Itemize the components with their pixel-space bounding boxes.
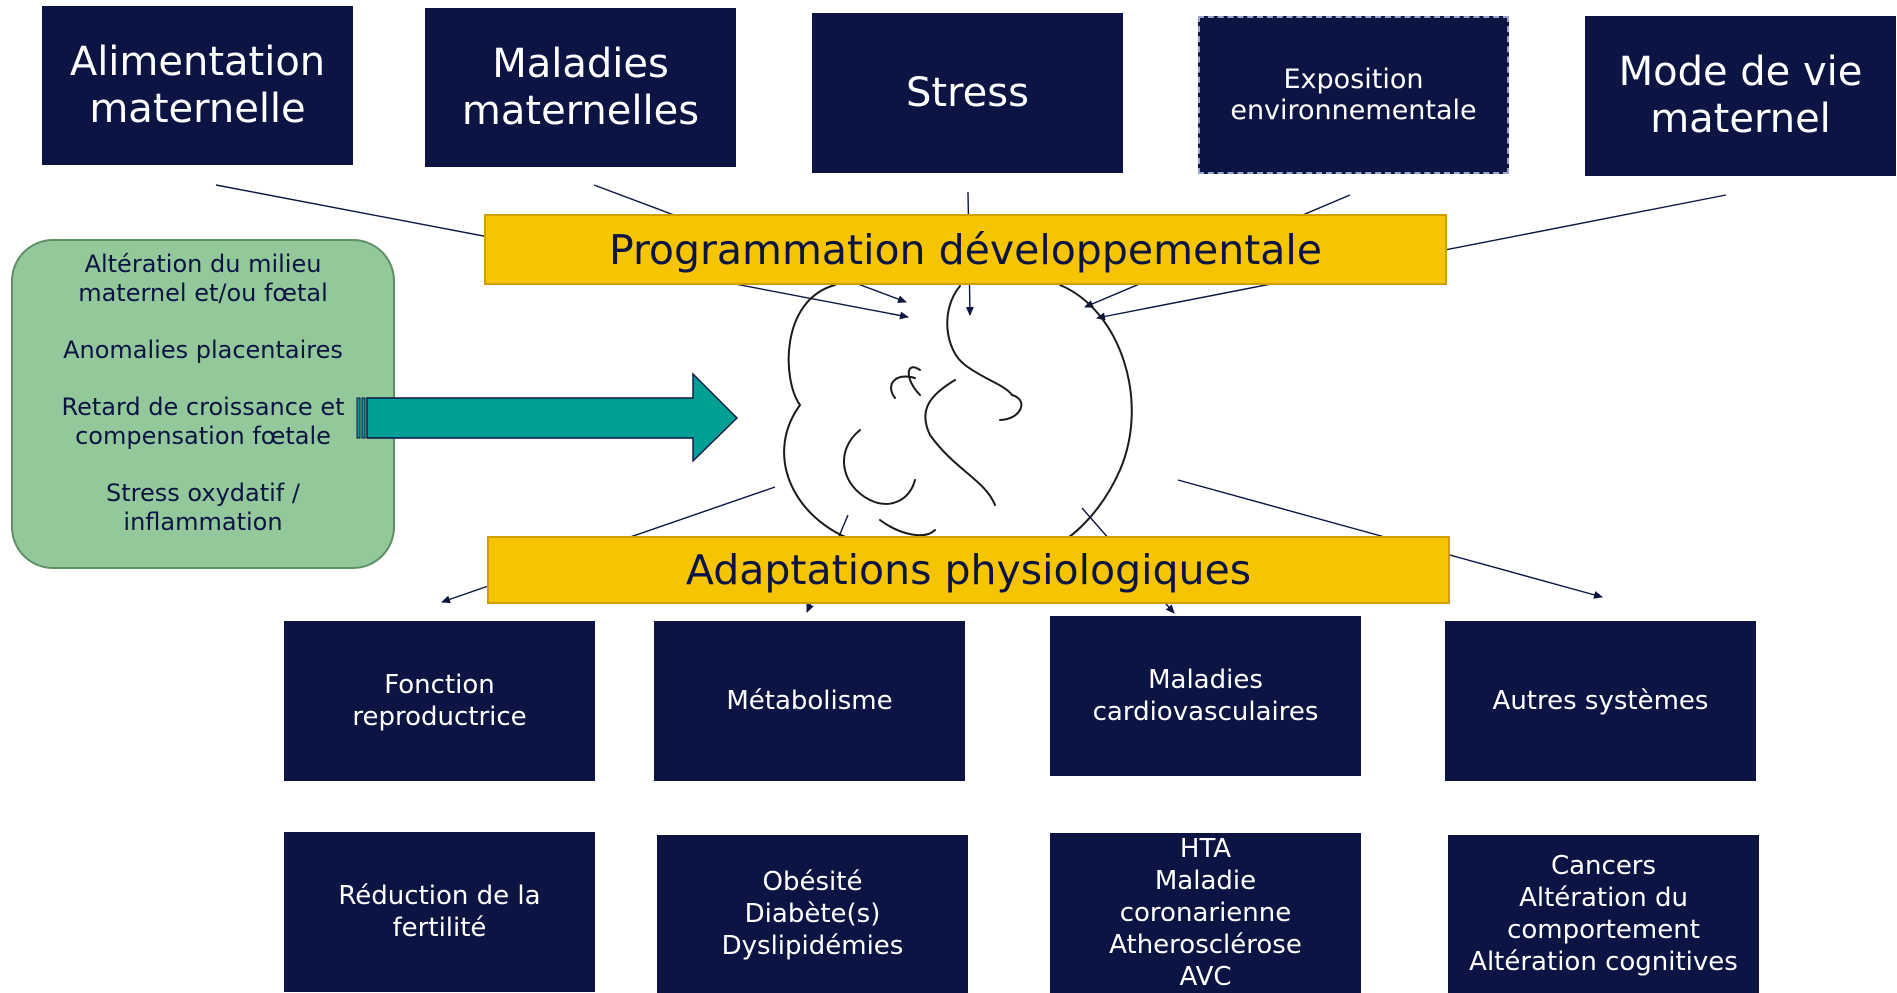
outcome-box-fertilite: Réduction de la fertilité [284, 832, 595, 992]
factor-box-alimentation: Alimentation maternelle [42, 6, 353, 165]
adaptations-banner: Adaptations physiologiques [487, 536, 1450, 604]
mechanisms-panel: Altération du milieu maternel et/ou fœta… [11, 239, 395, 569]
system-box-metabolisme: Métabolisme [654, 621, 965, 781]
programming-banner: Programmation développementale [484, 214, 1447, 285]
system-box-reproduction: Fonction reproductrice [284, 621, 595, 781]
system-box-cardio: Maladies cardiovasculaires [1050, 616, 1361, 776]
mechanism-item: Retard de croissance et compensation fœt… [61, 393, 345, 450]
factor-box-maladies: Maladies maternelles [425, 8, 736, 167]
mechanism-item: Anomalies placentaires [63, 336, 343, 364]
factor-box-mode-de-vie: Mode de vie maternel [1585, 16, 1896, 176]
outcome-box-metabolic: Obésité Diabète(s) Dyslipidémies [657, 835, 968, 993]
outcome-box-cardio: HTA Maladie coronarienne Atherosclérose … [1050, 833, 1361, 993]
factor-box-exposition: Exposition environnementale [1198, 16, 1509, 174]
system-box-autres: Autres systèmes [1445, 621, 1756, 781]
mechanism-item: Stress oxydatif / inflammation [106, 479, 300, 536]
factor-box-stress: Stress [812, 13, 1123, 173]
outcome-box-autres: Cancers Altération du comportement Altér… [1448, 835, 1759, 993]
mechanism-item: Altération du milieu maternel et/ou fœta… [78, 250, 328, 307]
